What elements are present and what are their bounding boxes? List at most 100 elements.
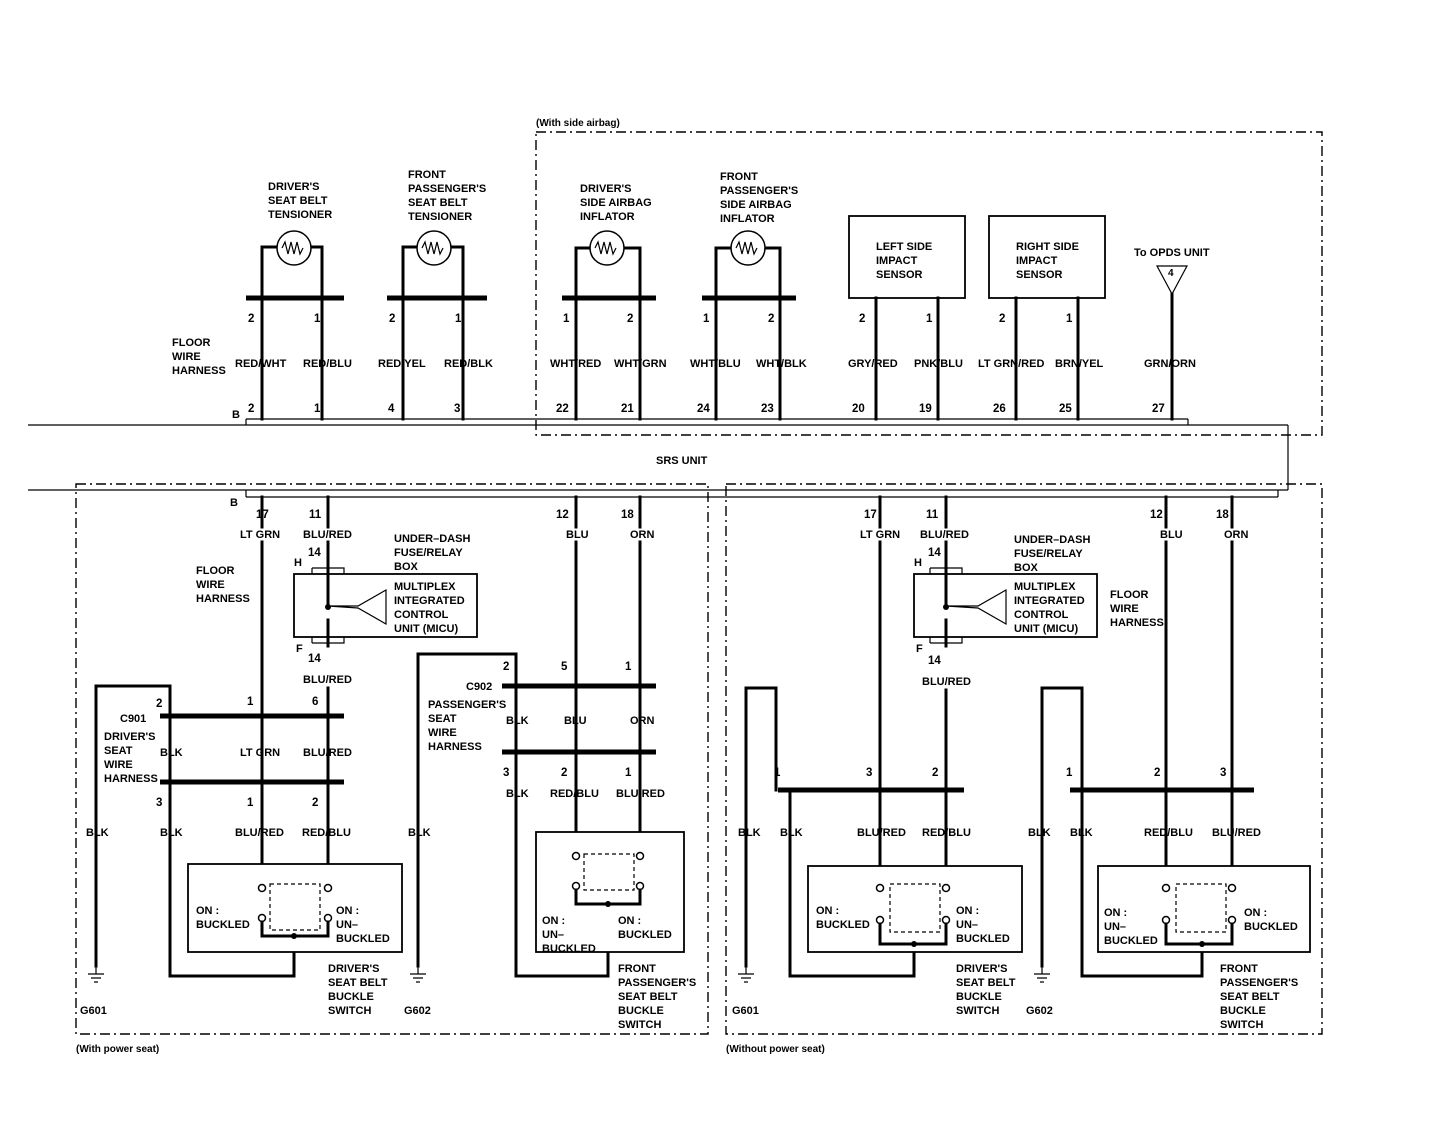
svg-text:C902: C902 (466, 681, 492, 693)
left-driver-switch-label: DRIVER'S SEAT BELT BUCKLE SWITCH (328, 963, 391, 1017)
svg-text:RED/BLK: RED/BLK (444, 358, 493, 370)
svg-text:3: 3 (503, 767, 509, 779)
left-fuse-box-label: UNDER–DASH FUSE/RELAY BOX (394, 533, 473, 573)
svg-text:ON : BUCKLED: ON : BUCKLED (1244, 907, 1298, 933)
drv-airbag-label: DRIVER'S SIDE AIRBAG INFLATOR (580, 183, 655, 223)
right-passenger-buckle-switch: ON : UN– BUCKLED ON : BUCKLED (1097, 865, 1311, 953)
svg-text:2: 2 (389, 313, 395, 325)
svg-text:F: F (916, 643, 923, 655)
power-seat-boundary (75, 483, 709, 1035)
svg-text:LT GRN: LT GRN (240, 529, 280, 541)
svg-text:3: 3 (1220, 767, 1226, 779)
right-side-impact-sensor: RIGHT SIDE IMPACT SENSOR (988, 215, 1106, 299)
svg-text:BRN/YEL: BRN/YEL (1055, 358, 1104, 370)
power-seat-label: (With power seat) (76, 1044, 159, 1055)
svg-text:H: H (914, 557, 922, 569)
top-connector-letter: B (232, 409, 240, 421)
svg-text:WHT/BLK: WHT/BLK (756, 358, 807, 370)
svg-text:18: 18 (1216, 509, 1229, 521)
svg-text:23: 23 (761, 403, 774, 415)
svg-text:4: 4 (388, 403, 395, 415)
svg-text:1: 1 (247, 797, 254, 809)
svg-text:ON : BUCKLED: ON : BUCKLED (816, 905, 870, 931)
svg-text:ORN: ORN (1224, 529, 1249, 541)
svg-text:2: 2 (248, 313, 254, 325)
svg-text:17: 17 (864, 509, 877, 521)
ground-icon (410, 966, 426, 983)
svg-text:BLU: BLU (1160, 529, 1183, 541)
svg-text:WHT/BLU: WHT/BLU (690, 358, 741, 370)
svg-text:2: 2 (1154, 767, 1160, 779)
svg-text:ON : UN– BUCKL: ON : UN– BUCKLED (1104, 907, 1158, 947)
right-section: 17 LT GRN 11 BLU/RED 12 BLU 18 ORN UNDER… (732, 495, 1311, 1031)
svg-text:GRN/ORN: GRN/ORN (1144, 358, 1196, 370)
svg-text:2: 2 (156, 698, 162, 710)
svg-text:22: 22 (556, 403, 569, 415)
c902-harness-label: PASSENGER'S SEAT WIRE HARNESS (428, 699, 509, 753)
svg-text:BLK: BLK (86, 827, 109, 839)
opds-pin: 4 (1168, 268, 1174, 279)
svg-text:BLU/RED: BLU/RED (920, 529, 969, 541)
svg-text:3: 3 (454, 403, 460, 415)
right-micu-label: MULTIPLEX INTEGRATED CONTROL UNIT (MICU) (1014, 581, 1088, 635)
no-power-seat-label: (Without power seat) (726, 1044, 825, 1055)
passenger-side-airbag-inflator: FRONT PASSENGER'S SIDE AIRBAG INFLATOR (702, 171, 798, 301)
driver-seat-belt-tensioner: DRIVER'S SEAT BELT TENSIONER (246, 181, 344, 301)
svg-text:BLK: BLK (1028, 827, 1051, 839)
svg-text:ON : BUCKLED: ON : BUCKLED (196, 905, 250, 931)
svg-text:2: 2 (932, 767, 938, 779)
top-srs-pins: 2 1 4 3 22 21 24 23 20 19 26 25 27 (248, 403, 1165, 415)
svg-text:20: 20 (852, 403, 865, 415)
svg-text:18: 18 (621, 509, 634, 521)
left-passenger-switch-label: FRONT PASSENGER'S SEAT BELT BUCKLE SWITC… (618, 963, 699, 1031)
svg-text:RED/WHT: RED/WHT (235, 358, 287, 370)
group-no-power-seat: (Without power seat) (725, 483, 1323, 1055)
svg-text:6: 6 (312, 696, 318, 708)
group-side-airbag: (With side airbag) (535, 118, 1323, 436)
svg-text:1: 1 (926, 313, 933, 325)
svg-text:ON : UN– BUCKL: ON : UN– BUCKLED (956, 905, 1010, 945)
svg-text:2: 2 (859, 313, 865, 325)
resistor-icon (589, 230, 625, 266)
svg-text:RED/BLU: RED/BLU (1144, 827, 1193, 839)
resistor-icon (276, 230, 312, 266)
svg-text:LT GRN/RED: LT GRN/RED (978, 358, 1044, 370)
svg-text:BLK: BLK (738, 827, 761, 839)
driver-side-airbag-inflator: DRIVER'S SIDE AIRBAG INFLATOR (562, 183, 656, 301)
group-power-seat: (With power seat) (75, 483, 709, 1055)
svg-text:F: F (296, 643, 303, 655)
svg-text:WHT/GRN: WHT/GRN (614, 358, 667, 370)
svg-text:3: 3 (156, 797, 162, 809)
left-connector-letter: B (230, 497, 238, 509)
svg-text:1: 1 (1066, 767, 1073, 779)
svg-text:1: 1 (625, 767, 632, 779)
srs-unit: SRS UNIT (28, 418, 1289, 498)
svg-text:2: 2 (561, 767, 567, 779)
svg-text:ON : UN– BUCKL: ON : UN– BUCKLED (336, 905, 390, 945)
no-power-seat-boundary (725, 483, 1323, 1035)
svg-text:2: 2 (627, 313, 633, 325)
svg-text:12: 12 (556, 509, 569, 521)
svg-text:21: 21 (621, 403, 634, 415)
svg-text:PNK/BLU: PNK/BLU (914, 358, 963, 370)
top-device-pins: 2 1 2 1 1 2 1 2 2 1 2 1 (248, 313, 1073, 325)
svg-text:26: 26 (993, 403, 1006, 415)
svg-text:1: 1 (1066, 313, 1073, 325)
svg-text:G601: G601 (80, 1005, 107, 1017)
svg-text:1: 1 (625, 661, 632, 673)
svg-text:WHT/RED: WHT/RED (550, 358, 601, 370)
svg-text:BLU/RED: BLU/RED (922, 676, 971, 688)
c901-harness-label: DRIVER'S SEAT WIRE HARNESS (104, 731, 159, 785)
svg-text:19: 19 (919, 403, 932, 415)
right-fuse-box-label: UNDER–DASH FUSE/RELAY BOX (1014, 534, 1093, 574)
svg-text:1: 1 (703, 313, 710, 325)
svg-text:BLU/RED: BLU/RED (1212, 827, 1261, 839)
ground-icon (88, 966, 104, 983)
ground-icon (738, 966, 754, 983)
svg-text:1: 1 (314, 313, 321, 325)
opds-unit-terminal: To OPDS UNIT 4 (1134, 247, 1210, 296)
resistor-icon (730, 230, 766, 266)
svg-text:ORN: ORN (630, 529, 655, 541)
svg-text:ORN: ORN (630, 715, 655, 727)
